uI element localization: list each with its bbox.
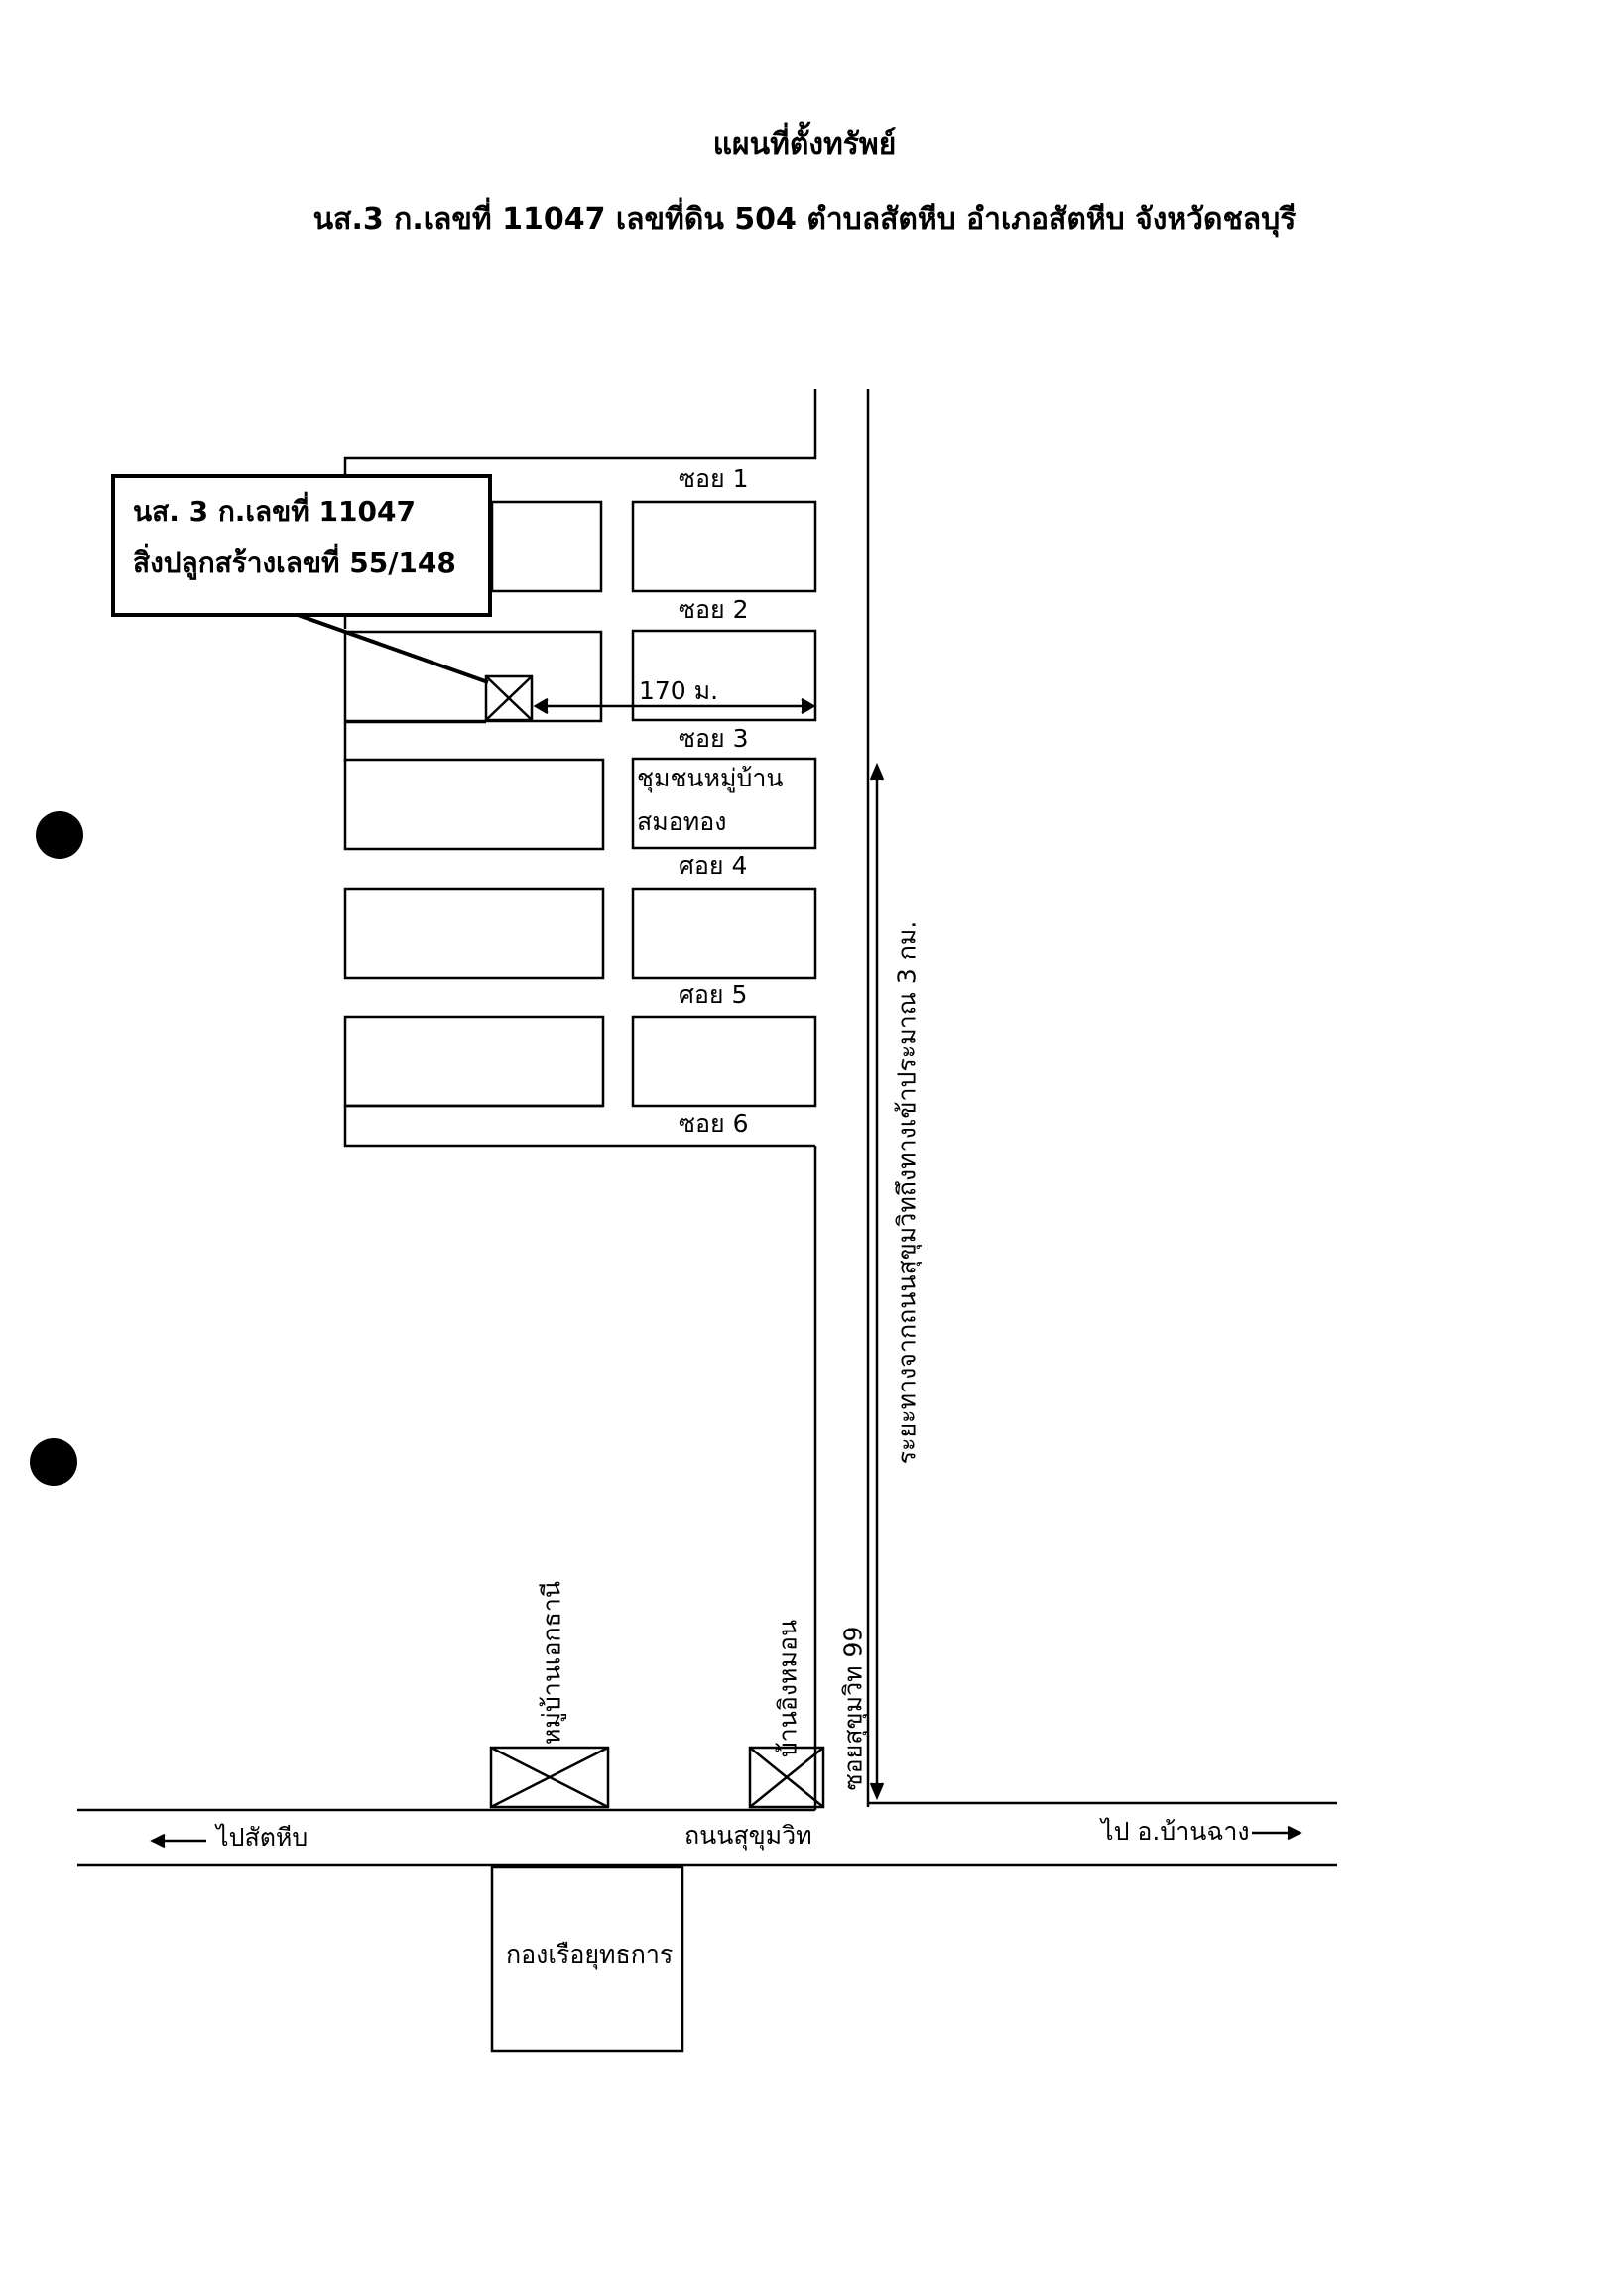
road-sukhumvit-label: ถนนสุขุมวิท — [684, 1821, 812, 1850]
soi-sukhumvit-99-label: ซอยสุขุมวิท 99 — [838, 1626, 868, 1791]
navy-unit-box — [490, 1865, 684, 2053]
to-sattahip-label: ไปสัตหีบ — [216, 1823, 309, 1852]
to-banchang-label: ไป อ.บ้านฉาง — [1101, 1817, 1250, 1846]
property-callout: นส. 3 ก.เลขที่ 11047 สิ่งปลูกสร้างเลขที่… — [111, 474, 492, 617]
distance-3km-label: ระยะทางจากถนนสุขุมวิทถึงทางเข้าประมาณ 3 … — [892, 920, 922, 1465]
landmark-ekthani-box — [489, 1746, 610, 1809]
navy-unit-label: กองเรือยุทธการ — [506, 1940, 674, 1969]
arrow-3km — [869, 762, 885, 1801]
landmark-ingmon-box — [748, 1746, 825, 1809]
block-left-6 — [343, 1015, 605, 1108]
block-right-2 — [631, 629, 817, 722]
property-marker — [484, 674, 534, 722]
soi5-label: ศอย 5 — [679, 980, 748, 1009]
soi6-label: ซอย 6 — [679, 1109, 749, 1138]
block-left-5 — [343, 887, 605, 980]
block-right-3 — [631, 757, 817, 850]
page-title: แผนที่ตั้งทรัพย์ — [712, 127, 897, 162]
block-left-4 — [343, 758, 605, 851]
block-right-5 — [631, 1015, 817, 1108]
callout-leader — [297, 613, 489, 684]
soi4-label: ศอย 4 — [679, 851, 748, 880]
arrow-to-sattahip — [150, 1833, 206, 1849]
landmark-ekthani-label: หมู่บ้านเอกธานี — [537, 1580, 566, 1746]
callout-line1: นส. 3 ก.เลขที่ 11047 — [133, 495, 416, 528]
landmark-ingmon-label: บ้านอิงหมอน — [773, 1619, 803, 1758]
arrow-to-banchang — [1252, 1825, 1302, 1841]
soi6-edge — [343, 1106, 815, 1148]
punch-hole-top — [36, 811, 83, 859]
block-right-1 — [631, 500, 817, 593]
community-line2: สมอทอง — [637, 807, 727, 836]
arrow-170m — [533, 697, 816, 715]
block-left-row3 — [343, 720, 486, 762]
distance-170m-label: 170 ม. — [639, 676, 719, 705]
page-subtitle: นส.3 ก.เลขที่ 11047 เลขที่ดิน 504 ตำบลสั… — [312, 202, 1297, 237]
punch-hole-bottom — [30, 1438, 77, 1486]
callout-line2: สิ่งปลูกสร้างเลขที่ 55/148 — [133, 546, 456, 579]
soi1-label: ซอย 1 — [679, 464, 749, 493]
soi3-label: ซอย 3 — [679, 724, 749, 753]
block-right-4 — [631, 887, 817, 980]
soi2-label: ซอย 2 — [679, 595, 749, 624]
community-line1: ชุมชนหมู่บ้าน — [637, 764, 784, 792]
block-left-1 — [490, 500, 603, 593]
